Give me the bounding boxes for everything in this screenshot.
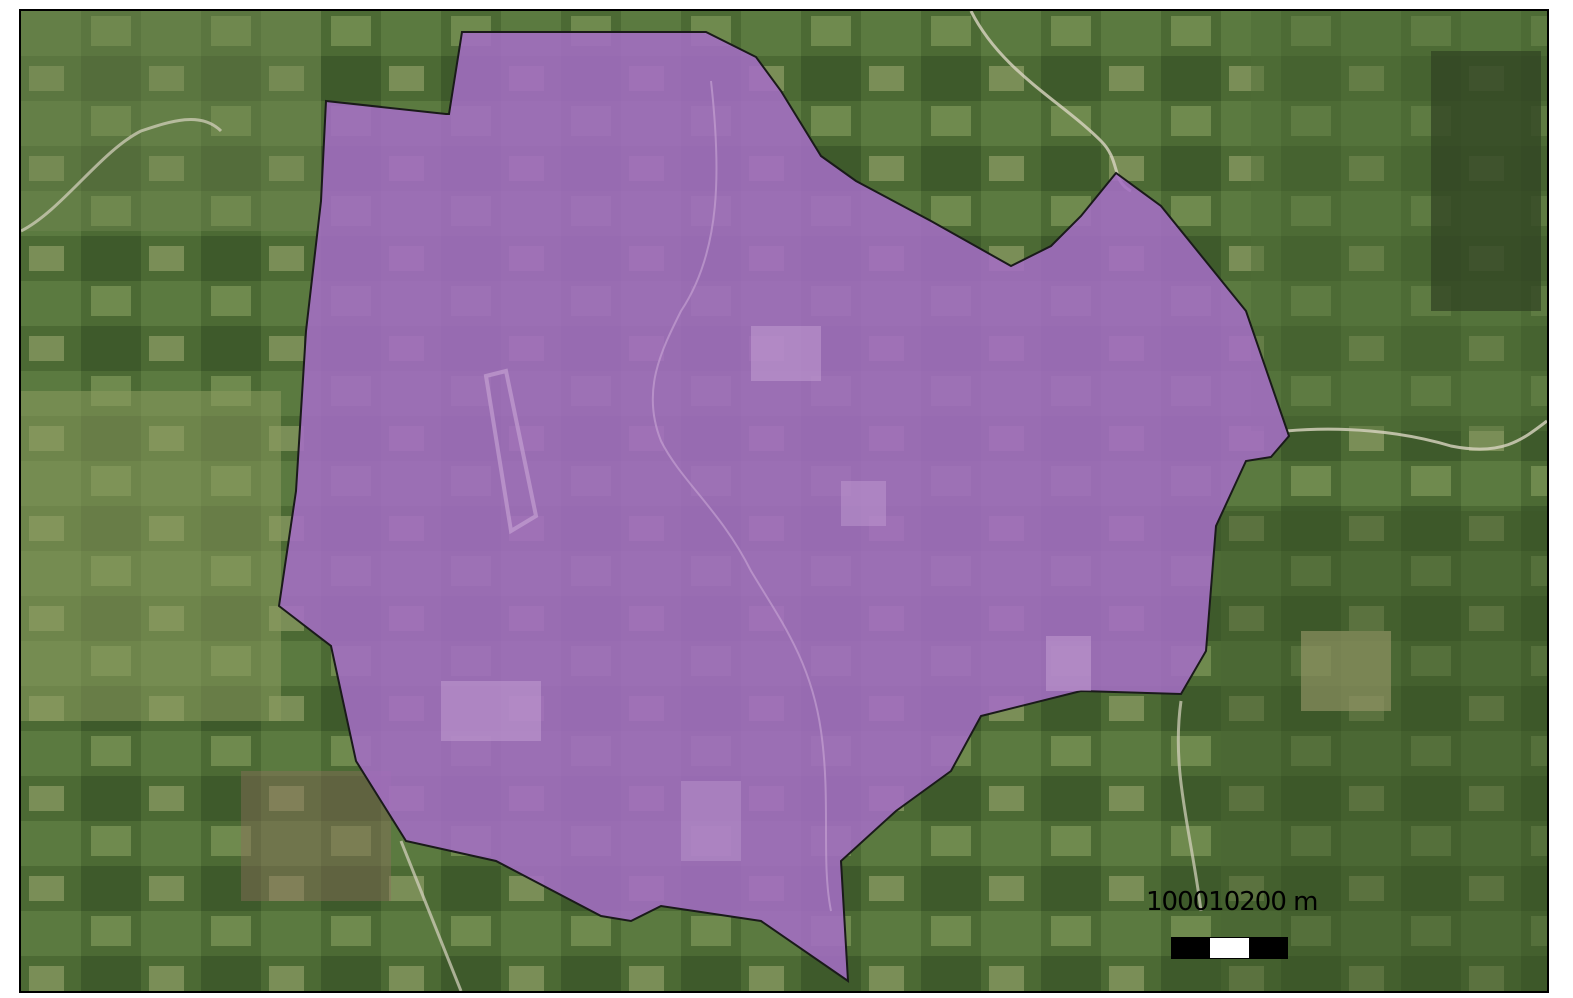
road-east xyxy=(1285,419,1547,451)
inner-track xyxy=(651,80,832,912)
inner-clearing-5 xyxy=(841,481,886,526)
terrain-southeast xyxy=(1221,511,1547,991)
terrain-west-light xyxy=(21,391,281,721)
terrain-south-light xyxy=(241,771,391,901)
inner-clearing-2 xyxy=(751,326,821,381)
terrain-forest-ne xyxy=(1431,51,1541,311)
road-south xyxy=(399,840,463,991)
scale-segment-3 xyxy=(1248,938,1287,958)
scale-segment-2 xyxy=(1210,938,1249,958)
inner-field-outline xyxy=(483,368,539,535)
satellite-map[interactable] xyxy=(21,11,1547,991)
road-west xyxy=(21,117,223,233)
terrain-field-se xyxy=(1301,631,1391,711)
scale-bar-label: 100010200 m xyxy=(1146,887,1318,917)
inner-clearing-3 xyxy=(1046,636,1091,691)
scale-bar xyxy=(1171,937,1288,959)
study-area-polygon[interactable] xyxy=(277,31,1291,983)
inner-clearing-4 xyxy=(681,781,741,861)
map-frame[interactable]: 100010200 m xyxy=(19,9,1549,993)
inner-clearing-1 xyxy=(441,681,541,741)
scale-segment-1 xyxy=(1172,938,1211,958)
road-southeast xyxy=(1176,700,1203,912)
